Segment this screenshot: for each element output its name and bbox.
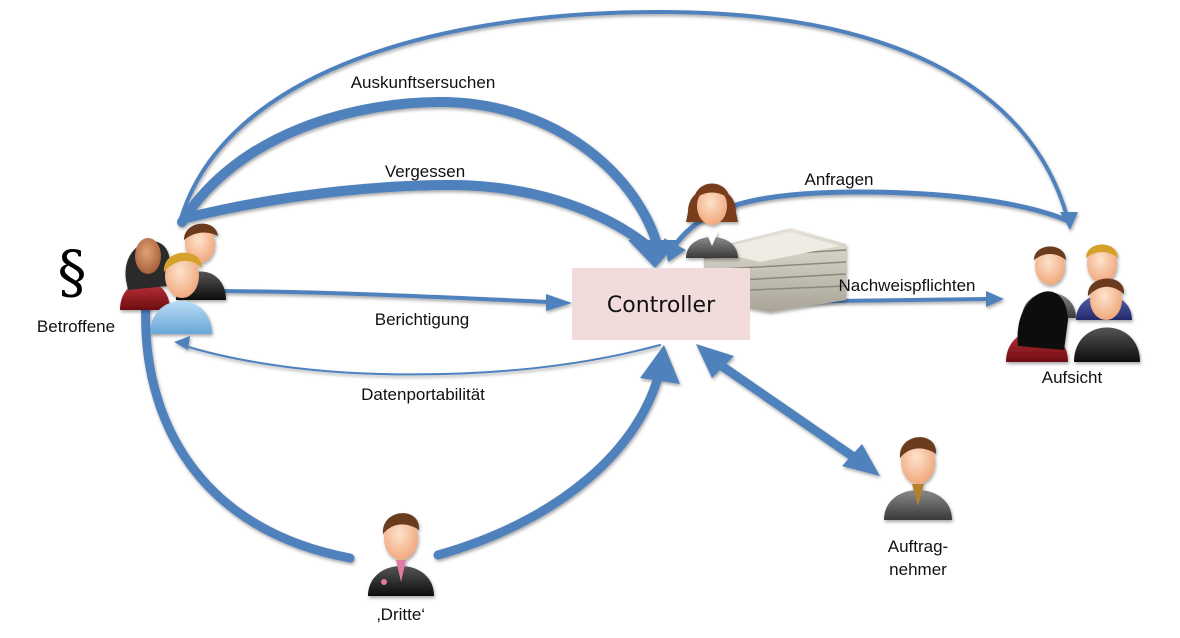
node-label-aufsicht: Aufsicht: [1042, 368, 1103, 387]
node-label-betroffene: Betroffene: [37, 317, 115, 336]
edge-auftragnehmer: [711, 357, 863, 465]
edge-dritte-left: [141, 295, 355, 563]
arrowhead-datenportabilitaet: [174, 336, 190, 350]
controller-node[interactable]: Controller: [572, 268, 750, 340]
edge-label-berichtigung: Berichtigung: [375, 310, 470, 329]
edge-label-anfragen: Anfragen: [805, 170, 874, 189]
arrowhead-berichtigung: [546, 294, 572, 311]
node-label-auftragnehmer-line1: Auftrag-: [888, 537, 948, 556]
node-label-dritte: ‚Dritte‘: [377, 605, 425, 624]
group-of-four-people-icon: [1006, 244, 1140, 362]
arrowhead-anfragen: [664, 238, 686, 262]
edge-vergessen: [181, 179, 655, 253]
edge-dritte-right: [433, 365, 665, 560]
edge-label-vergessen: Vergessen: [385, 162, 465, 181]
arrowhead-dritte: [640, 345, 680, 384]
arrowhead-nachweispflichten: [986, 291, 1004, 307]
edge-berichtigung: [220, 289, 550, 304]
businessman-pink-tie-icon: [368, 513, 434, 596]
arrowhead-aufsicht-top: [1060, 212, 1078, 230]
edge-betroffene-aufsicht: [178, 9, 1070, 224]
businesswoman-icon: [686, 183, 738, 258]
edge-datenportabilitaet: [181, 344, 661, 376]
arrowhead-auftragnehmer-start: [696, 344, 734, 378]
controller-box[interactable]: [572, 268, 750, 340]
businessman-icon: [884, 437, 952, 520]
paragraph-sign: §: [58, 238, 87, 306]
edge-label-auskunftsersuchen: Auskunftsersuchen: [351, 73, 496, 92]
edge-label-nachweispflichten: Nachweispflichten: [838, 276, 975, 295]
node-label-auftragnehmer-line2: nehmer: [889, 560, 947, 579]
edge-auskunftsersuchen: [177, 96, 663, 253]
arrowhead-auftragnehmer-end: [842, 444, 880, 476]
group-of-three-people-icon: [120, 223, 226, 334]
controller-label: Controller: [607, 293, 716, 318]
edge-label-datenportabilitaet: Datenportabilität: [361, 385, 485, 404]
